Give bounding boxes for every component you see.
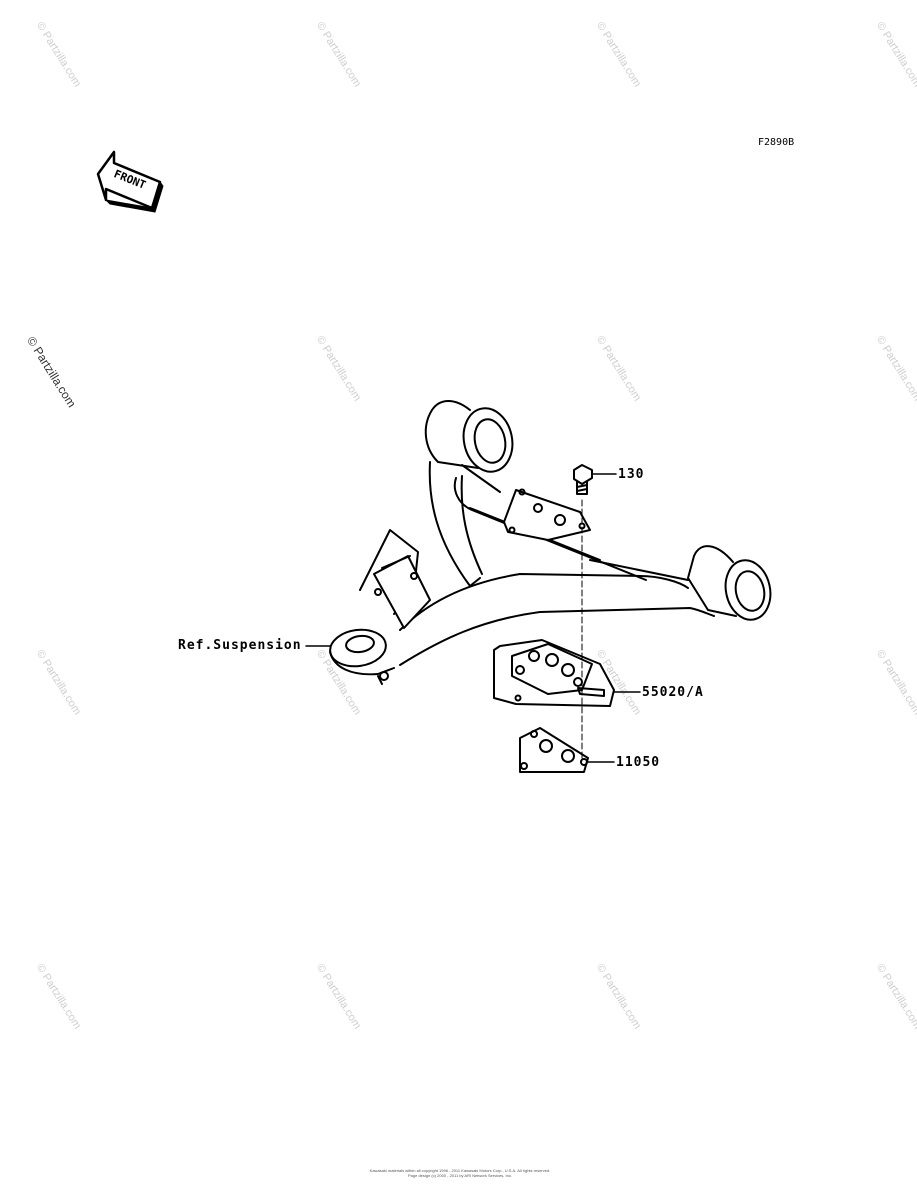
part-number-bolt[interactable]: 130 [618,467,645,482]
bolt-part [573,464,593,495]
part-number-guard[interactable]: 55020/A [642,685,704,700]
guard-part [493,639,615,707]
part-number-plate[interactable]: 11050 [616,755,661,770]
plate-part [519,727,589,773]
suspension-arm [329,400,772,685]
copyright-line: Kawasaki materials within all copyright … [369,1168,551,1173]
ref-suspension-label: Ref.Suspension [178,638,302,653]
copyright-notice: Kawasaki materials within all copyright … [300,1168,620,1178]
figure-code: F2890B [758,137,795,148]
copyright-line: Page design (c) 2000 - 2011 by ARI Netwo… [408,1173,512,1178]
front-arrow-icon: FRONT [96,150,164,213]
